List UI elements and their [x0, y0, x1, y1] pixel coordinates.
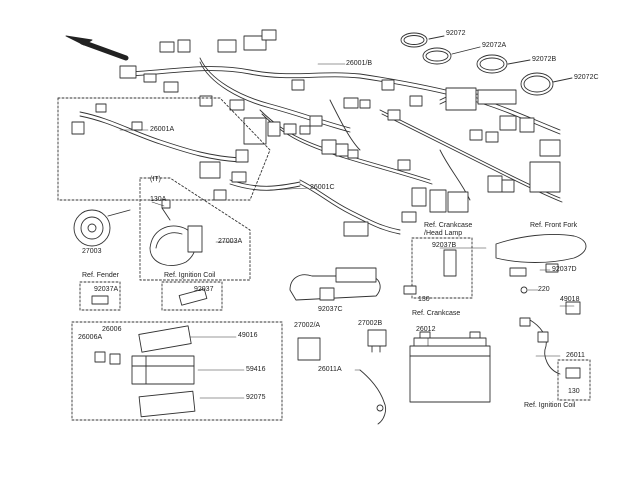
part-92072b-label: 92072B	[532, 56, 557, 63]
part-130a-label: 130A	[150, 196, 167, 203]
ref-ignition-coil-label: Ref. Ignition Coil	[164, 272, 216, 279]
part-27003-label: 27003	[82, 248, 102, 255]
leader-lines	[119, 63, 575, 399]
part-130b-label: 130	[568, 388, 580, 395]
part-26006-label: 26006	[102, 326, 122, 333]
part-92075-label: 92075	[246, 394, 266, 401]
part-92037d-label: 92037D	[552, 266, 577, 273]
relay-27002b-icon	[367, 329, 387, 353]
part-26011a-label: 26011A	[318, 366, 342, 373]
part-26001b-label: 26001/B	[346, 60, 373, 67]
part-130-label: 130	[418, 296, 430, 303]
ref-crankcase-label: Ref. Crankcase	[412, 310, 461, 317]
harness-connectors-icon	[119, 29, 561, 237]
part-27002b-label: 27002B	[358, 320, 383, 327]
ref-ignition-coil-2-label: Ref. Ignition Coil	[524, 402, 576, 409]
fender-clamp-icon	[79, 281, 121, 311]
ref-crankcase-headlamp-line2: /Head Lamp	[424, 230, 463, 237]
part-27003a-label: 27003A	[218, 238, 243, 245]
bracket-92037c-icon	[289, 267, 381, 301]
direction-arrow-icon	[65, 35, 129, 61]
part-92037b-label: 92037B	[432, 242, 457, 249]
ref-front-fork-label: Ref. Front Fork	[530, 222, 578, 229]
part-49016-label: 49016	[238, 332, 258, 339]
part-92072-label: 92072	[446, 30, 466, 37]
part-92072a-label: 92072A	[482, 42, 507, 49]
ignition-coil-clamp-icon	[161, 281, 223, 311]
region-it-label: (IT)	[150, 176, 161, 183]
part-26011-label: 26011	[566, 352, 585, 359]
part-26001a-label: 26001A	[150, 126, 175, 133]
front-fork-bracket-icon	[495, 234, 587, 294]
ref-fender-label: Ref. Fender	[82, 272, 119, 279]
ref-crankcase-headlamp-line1: Ref. Crankcase	[424, 222, 473, 229]
part-92072c-label: 92072C	[574, 74, 599, 81]
clamp-92072b-icon	[476, 54, 508, 74]
battery-lead-26011a-icon	[359, 369, 387, 425]
control-unit-box-icon	[71, 321, 283, 421]
part-92037-label: 92037	[194, 286, 214, 293]
part-26001c-label: 26001C	[310, 184, 335, 191]
part-92037c-label: 92037C	[318, 306, 343, 313]
part-49018-label: 49018	[560, 296, 580, 303]
part-27002a-label: 27002/A	[294, 322, 321, 329]
sub-harness-26001a-icon	[57, 97, 271, 201]
clamp-92072a-icon	[422, 47, 452, 65]
part-92037a-label: 92037A	[94, 286, 119, 293]
part-220-label: 220	[538, 286, 550, 293]
part-26012-label: 26012	[416, 326, 436, 333]
clamp-92072c-icon	[520, 72, 554, 96]
part-59416-label: 59416	[246, 366, 266, 373]
ignition-coil-bracket-icon	[557, 359, 591, 401]
bracket-92037b-icon	[403, 237, 473, 299]
horn-section-icon	[73, 177, 251, 281]
clamp-92072-icon	[400, 32, 428, 48]
part-26006a-label: 26006A	[78, 334, 103, 341]
battery-icon	[409, 331, 491, 403]
sensor-lead-26011-icon	[519, 301, 581, 375]
relay-27002a-icon	[297, 337, 321, 361]
